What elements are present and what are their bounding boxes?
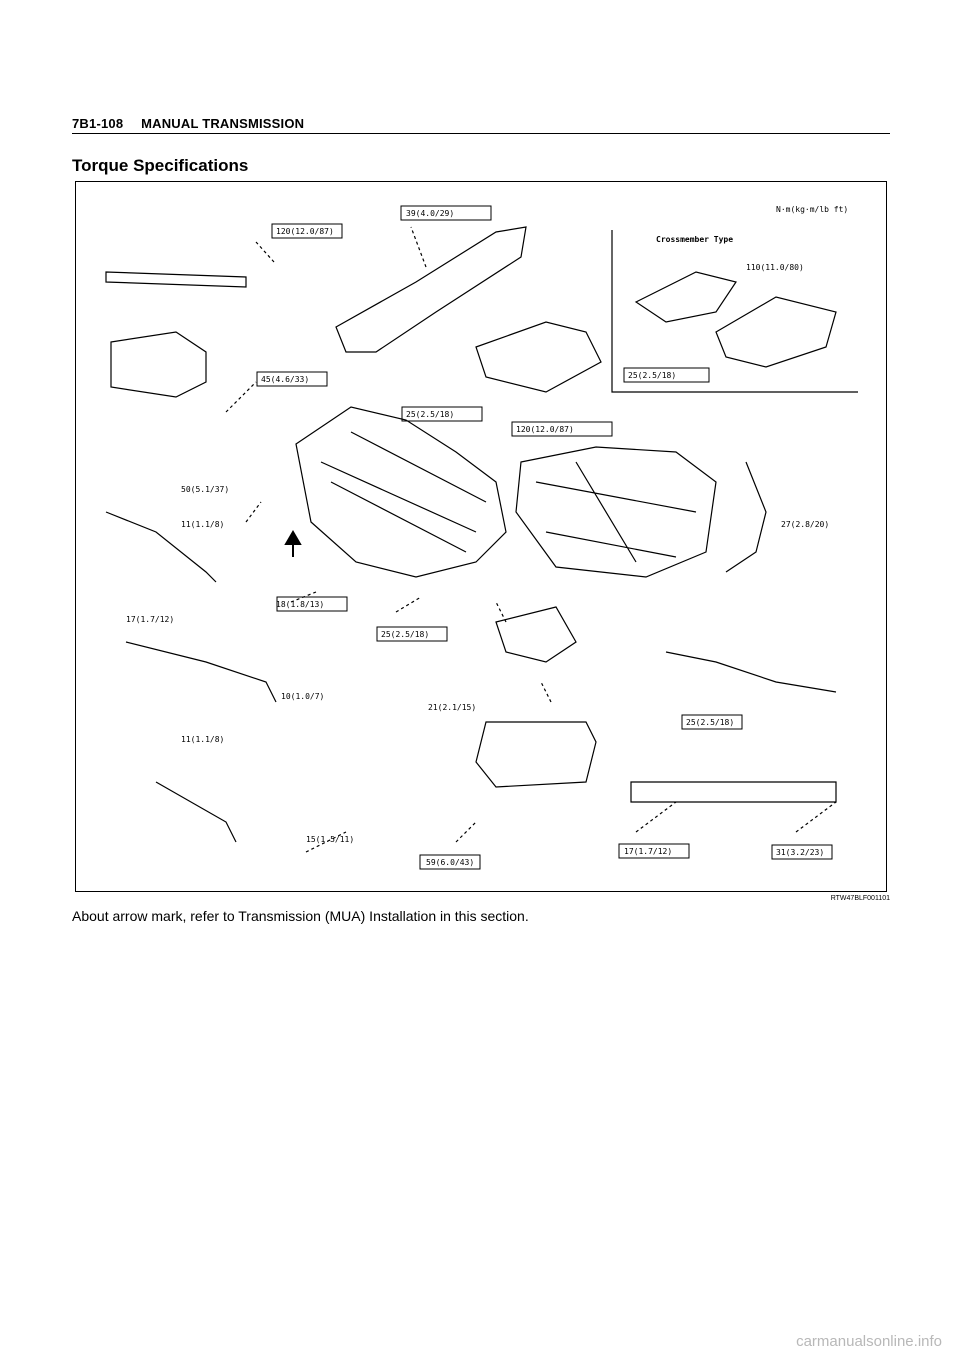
shift-rod xyxy=(105,271,247,288)
callout-17: 15(1.5/11) xyxy=(306,835,354,844)
callout-10: 27(2.8/20) xyxy=(781,520,829,529)
page-header: 7B1-108 MANUAL TRANSMISSION xyxy=(72,116,890,131)
callout-13: 17(1.7/12) xyxy=(126,615,174,624)
transmission-case xyxy=(295,406,507,578)
unit-label: N·m(kg·m/lb ft) xyxy=(776,205,848,214)
callout-4: 25(2.5/18) xyxy=(406,410,454,419)
callout-16: 25(2.5/18) xyxy=(686,718,734,727)
diagram-drawing: 39(4.0/29) 120(12.0/87) 45(4.6/33) 25(2.… xyxy=(105,205,858,870)
callout-20: 31(3.2/23) xyxy=(776,848,824,857)
watermark: carmanualsonline.info xyxy=(796,1333,942,1350)
control-box xyxy=(110,331,207,398)
upper-mount xyxy=(335,226,527,353)
arrow-note: About arrow mark, refer to Transmission … xyxy=(72,908,529,924)
callout-6: 110(11.0/80) xyxy=(746,263,804,272)
callout-7: 25(2.5/18) xyxy=(628,371,676,380)
header-rule xyxy=(72,133,890,134)
figure-code: RTW47BLF001101 xyxy=(830,895,890,902)
transfer-case xyxy=(515,446,717,578)
torque-diagram: 39(4.0/29) 120(12.0/87) 45(4.6/33) 25(2.… xyxy=(75,181,887,892)
page-title: Torque Specifications xyxy=(72,156,249,175)
page-number: 7B1-108 xyxy=(72,116,124,131)
callout-15: 21(2.1/15) xyxy=(428,703,476,712)
inset-label: Crossmember Type xyxy=(656,235,733,244)
callout-19: 17(1.7/12) xyxy=(624,847,672,856)
callout-9: 11(1.1/8) xyxy=(181,520,224,529)
callout-3: 45(4.6/33) xyxy=(261,375,309,384)
bracket-plate xyxy=(475,321,602,393)
callout-12: 25(2.5/18) xyxy=(381,630,429,639)
section-name: MANUAL TRANSMISSION xyxy=(141,116,305,131)
callout-8: 50(5.1/37) xyxy=(181,485,229,494)
callout-21: 11(1.1/8) xyxy=(181,735,224,744)
callout-2: 120(12.0/87) xyxy=(276,227,334,236)
callout-5: 120(12.0/87) xyxy=(516,425,574,434)
callout-18: 59(6.0/43) xyxy=(426,858,474,867)
callout-11: 18(1.8/13) xyxy=(276,600,324,609)
callout-1: 39(4.0/29) xyxy=(406,209,454,218)
propeller-shaft xyxy=(725,461,767,573)
callout-14: 10(1.0/7) xyxy=(281,692,324,701)
inset-border xyxy=(611,230,858,393)
